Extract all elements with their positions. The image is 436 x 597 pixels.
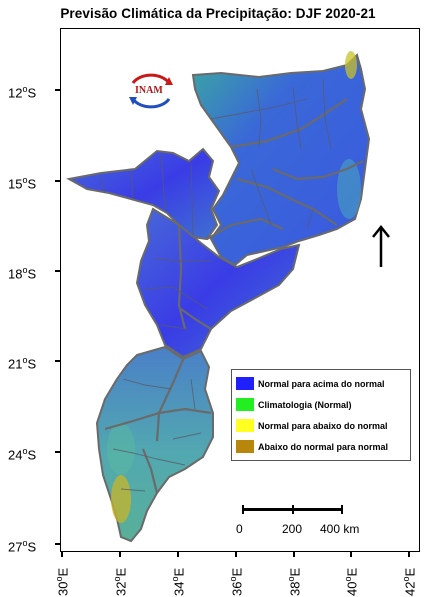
lon-label-38e: 38oE [286, 567, 303, 596]
lon-tick [177, 551, 179, 557]
lon-tick [235, 551, 237, 557]
north-arrow-icon [372, 224, 390, 267]
map-legend: Normal para acima do normal Climatologia… [231, 369, 411, 461]
lat-tick [55, 270, 61, 272]
lat-tick [55, 543, 61, 545]
scale-label-0: 0 [236, 522, 243, 536]
dry-patch [345, 51, 357, 79]
legend-label: Normal para acima do normal [258, 378, 385, 389]
legend-label: Climatologia (Normal) [258, 399, 352, 410]
legend-item-climatology: Climatologia (Normal) [236, 394, 406, 415]
inam-logo-text: INAM [135, 85, 163, 96]
map-title: Previsão Climática da Precipitação: DJF … [60, 6, 376, 21]
normal-patch [107, 423, 135, 475]
legend-item-below-normal: Normal para abaixo do normal [236, 415, 406, 436]
lat-label-12s: 12oS [8, 84, 37, 101]
map-frame: INAM N [60, 28, 420, 552]
lon-label-32e: 32oE [112, 567, 129, 596]
scale-label-400: 400 km [320, 522, 360, 536]
scale-tick [242, 505, 244, 514]
lat-label-24s: 24oS [8, 446, 37, 463]
lat-tick [55, 451, 61, 453]
legend-item-above-normal: Normal para acima do normal [236, 373, 406, 394]
inam-logo-icon [129, 73, 173, 109]
lon-tick [350, 551, 352, 557]
region-tete [66, 147, 221, 241]
legend-item-below-to-normal: Abaixo do normal para normal [236, 436, 406, 457]
legend-label: Abaixo do normal para normal [258, 441, 389, 452]
legend-swatch [236, 440, 254, 453]
lon-label-36e: 36oE [228, 567, 245, 596]
region-north [191, 53, 371, 267]
lon-label-34e: 34oE [170, 567, 187, 596]
mozambique-map [66, 51, 390, 543]
province-borders [104, 98, 364, 494]
lon-tick [408, 551, 410, 557]
lon-tick [293, 551, 295, 557]
legend-swatch [236, 419, 254, 432]
lon-label-30e: 30oE [54, 567, 71, 596]
lat-tick [55, 180, 61, 182]
region-central [135, 207, 301, 359]
lon-label-40e: 40oE [343, 567, 360, 596]
lat-label-27s: 27oS [8, 538, 37, 555]
normal-patch [337, 159, 361, 219]
lat-label-15s: 15oS [8, 175, 37, 192]
lon-tick [119, 551, 121, 557]
lat-label-18s: 18oS [8, 265, 37, 282]
scale-tick [341, 505, 343, 514]
district-borders [100, 78, 332, 492]
lat-tick [55, 89, 61, 91]
legend-swatch [236, 398, 254, 411]
lon-label-42e: 42oE [401, 567, 418, 596]
inam-logo: INAM [125, 73, 177, 109]
lat-tick [55, 360, 61, 362]
scale-tick [292, 505, 294, 514]
scale-label-200: 200 [282, 522, 303, 536]
legend-swatch [236, 377, 254, 390]
legend-label: Normal para abaixo do normal [258, 420, 388, 431]
dry-patch [111, 475, 131, 523]
lat-label-21s: 21oS [8, 355, 37, 372]
lon-tick [61, 551, 63, 557]
